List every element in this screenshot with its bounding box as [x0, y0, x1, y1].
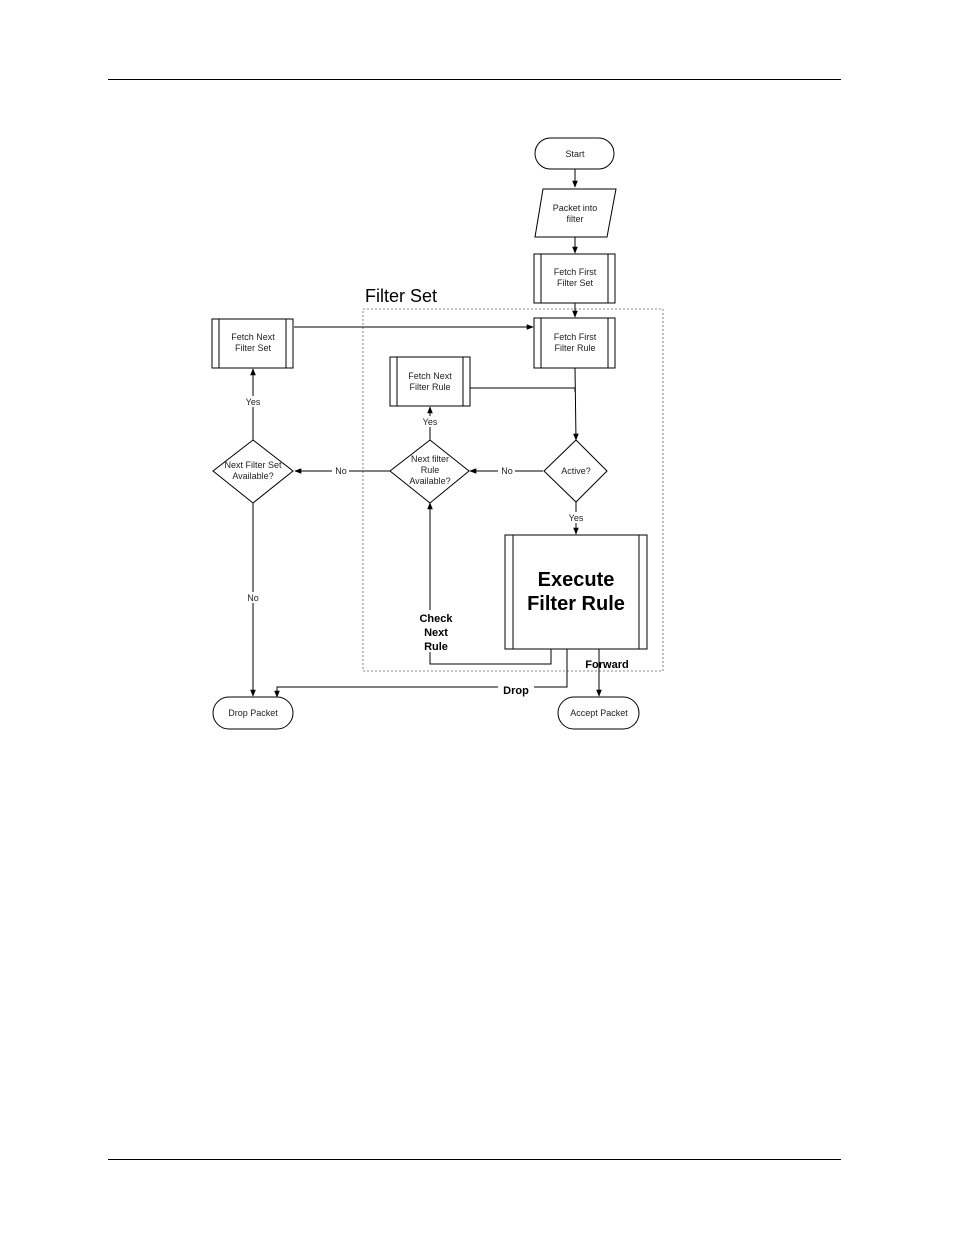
node-accept-packet: Accept Packet — [558, 697, 639, 729]
footer-rule — [108, 1159, 841, 1160]
label-check-next-rule-line2: Next — [424, 627, 448, 639]
node-next-filter-set-available-line1: Next Filter Set — [224, 460, 282, 470]
node-next-filter-rule-available-line3: Available? — [409, 476, 450, 486]
node-execute-filter-rule-line2: Filter Rule — [527, 593, 625, 615]
node-next-filter-rule-available-line1: Next filter — [411, 454, 449, 464]
node-next-filter-set-available-line2: Available? — [232, 471, 273, 481]
node-next-filter-rule-available: Next filter Rule Available? — [390, 440, 469, 503]
label-yes-fetch-next-rule: Yes — [423, 417, 438, 427]
label-check-next-rule-line3: Rule — [424, 641, 448, 653]
label-check-next-rule-line1: Check — [419, 613, 453, 625]
node-fetch-next-filter-set-line2: Filter Set — [235, 343, 272, 353]
node-drop-packet-label: Drop Packet — [228, 708, 278, 718]
node-fetch-next-filter-set: Fetch Next Filter Set — [212, 319, 293, 368]
node-fetch-first-filter-rule: Fetch First Filter Rule — [534, 318, 615, 368]
node-fetch-first-filter-set-line2: Filter Set — [557, 278, 594, 288]
node-fetch-next-filter-rule: Fetch Next Filter Rule — [390, 357, 470, 406]
node-fetch-next-filter-rule-line1: Fetch Next — [408, 371, 452, 381]
edge-next-rule-to-main — [470, 388, 575, 392]
node-fetch-first-filter-set-line1: Fetch First — [554, 267, 597, 277]
node-fetch-first-filter-rule-line1: Fetch First — [554, 332, 597, 342]
node-drop-packet: Drop Packet — [213, 697, 293, 729]
node-packet-into-filter-line1: Packet into — [553, 203, 598, 213]
edge-first-rule-to-active — [575, 368, 576, 440]
node-next-filter-rule-available-line2: Rule — [421, 465, 440, 475]
node-fetch-next-filter-rule-line2: Filter Rule — [409, 382, 450, 392]
label-forward: Forward — [585, 659, 628, 671]
label-no-rule-available: No — [335, 466, 347, 476]
node-fetch-first-filter-rule-line2: Filter Rule — [554, 343, 595, 353]
node-packet-into-filter-line2: filter — [566, 214, 583, 224]
node-packet-into-filter: Packet into filter — [535, 189, 616, 237]
node-execute-filter-rule-line1: Execute — [538, 569, 615, 591]
label-no-active: No — [501, 466, 513, 476]
node-start-label: Start — [565, 149, 585, 159]
node-next-filter-set-available: Next Filter Set Available? — [213, 440, 293, 503]
label-yes-execute: Yes — [569, 513, 584, 523]
filter-set-title: Filter Set — [365, 286, 437, 306]
node-fetch-next-filter-set-line1: Fetch Next — [231, 332, 275, 342]
node-active-label: Active? — [561, 466, 591, 476]
label-drop: Drop — [503, 685, 529, 697]
node-accept-packet-label: Accept Packet — [570, 708, 628, 718]
node-fetch-first-filter-set: Fetch First Filter Set — [534, 254, 615, 303]
label-no-to-drop: No — [247, 593, 259, 603]
node-start: Start — [535, 138, 614, 169]
node-execute-filter-rule: Execute Filter Rule — [505, 535, 647, 649]
label-yes-fetch-next-set: Yes — [246, 397, 261, 407]
node-active: Active? — [544, 440, 607, 502]
